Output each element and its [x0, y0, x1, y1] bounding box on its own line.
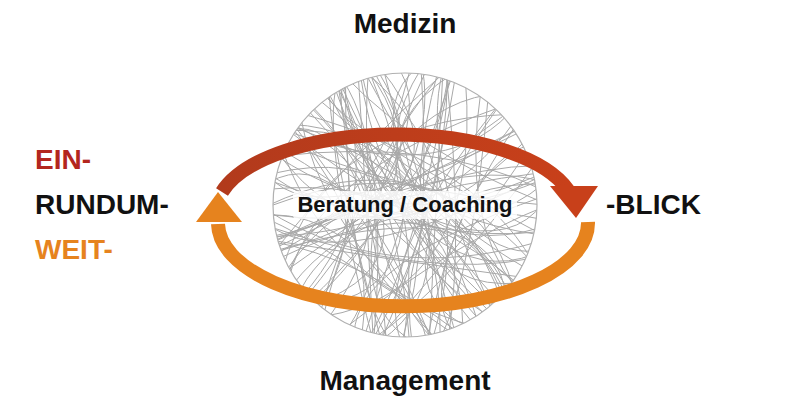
tangle-line: [476, 89, 516, 288]
top-label: Medizin: [354, 9, 457, 40]
tangle-line: [276, 67, 412, 255]
orange-arc-arrow: [218, 222, 588, 306]
tangle-line: [268, 226, 533, 264]
prefix-label: EIN-: [35, 145, 91, 176]
orange-arrowhead: [196, 192, 242, 222]
tangle-line: [272, 173, 540, 243]
suffix-label: -BLICK: [606, 190, 701, 221]
tangle-line: [267, 175, 541, 219]
bottom-label: Management: [319, 366, 490, 397]
tangle-line: [275, 69, 415, 253]
tangle-line: [292, 210, 543, 285]
red-arc-arrow: [222, 135, 568, 192]
red-arrowhead: [550, 186, 598, 218]
center-label: Beratung / Coaching: [293, 191, 516, 219]
prefix-label: WEIT-: [35, 235, 113, 266]
prefix-label: RUNDUM-: [35, 190, 169, 221]
sphere-node: Beratung / Coaching: [273, 73, 537, 337]
